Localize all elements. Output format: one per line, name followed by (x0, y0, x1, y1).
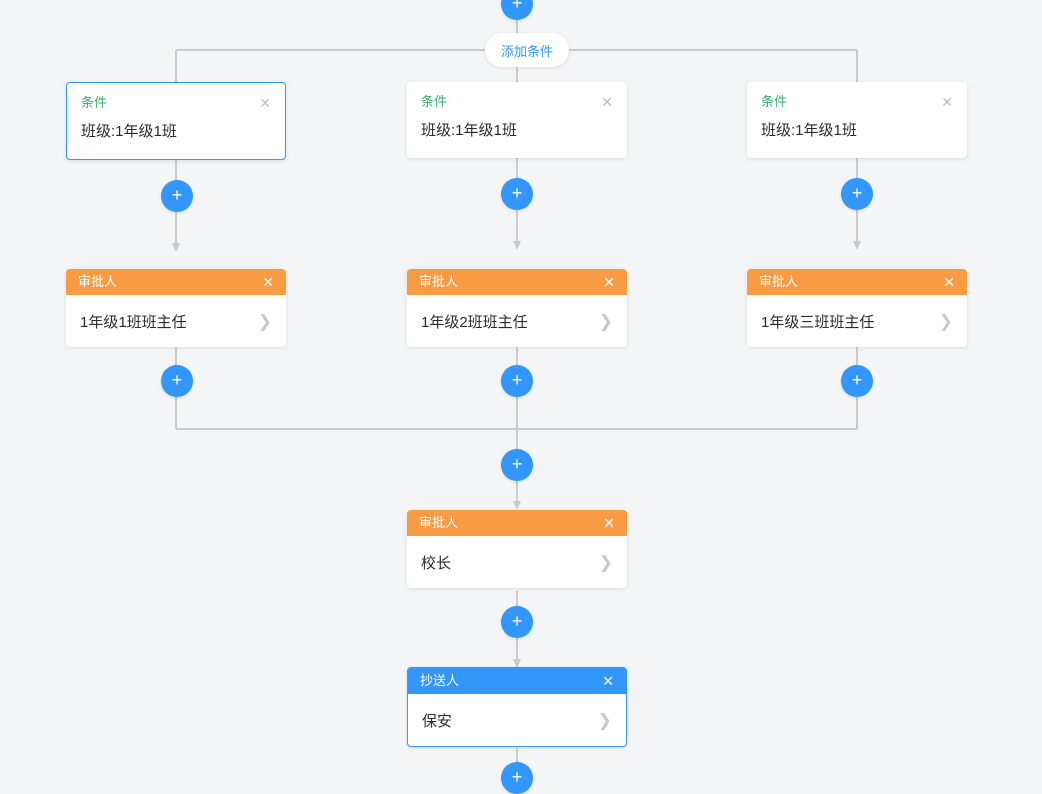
condition-card-1-header: 条件 ✕ (67, 83, 285, 111)
add-condition-button[interactable]: 添加条件 (485, 33, 570, 67)
add-node-button-branch-2-top[interactable]: + (501, 178, 533, 210)
approver-card-principal-value: 校长 (421, 554, 452, 572)
condition-card-2[interactable]: 条件 ✕ 班级:1年级1班 (407, 82, 627, 158)
add-node-button-branch-2-bottom[interactable]: + (501, 365, 533, 397)
condition-card-1-title: 条件 (81, 95, 108, 110)
approver-card-2-value: 1年级2班班主任 (421, 313, 528, 331)
plus-icon: + (171, 185, 183, 205)
approver-card-principal-header: 审批人 ✕ (407, 510, 627, 536)
approver-card-3-body[interactable]: 1年级三班班主任 ❯ (747, 295, 967, 347)
close-icon[interactable]: ✕ (603, 274, 615, 290)
close-icon[interactable]: ✕ (602, 673, 614, 689)
approver-card-2-title: 审批人 (419, 274, 459, 289)
chevron-right-icon[interactable]: ❯ (257, 311, 272, 331)
approver-card-1-header: 审批人 ✕ (66, 269, 286, 295)
approver-card-3-value: 1年级三班班主任 (761, 313, 875, 331)
chevron-right-icon[interactable]: ❯ (938, 311, 953, 331)
cc-card-value: 保安 (422, 712, 453, 730)
add-node-button-bottom[interactable]: + (501, 762, 533, 794)
plus-icon: + (511, 0, 523, 13)
approver-card-2-header: 审批人 ✕ (407, 269, 627, 295)
plus-icon: + (171, 370, 183, 390)
plus-icon: + (511, 370, 523, 390)
condition-card-3-title: 条件 (761, 94, 788, 109)
close-icon[interactable]: ✕ (943, 274, 955, 290)
plus-icon: + (851, 183, 863, 203)
add-node-button-branch-3-top[interactable]: + (841, 178, 873, 210)
condition-card-3-value: 班级:1年级1班 (761, 122, 857, 139)
condition-card-3[interactable]: 条件 ✕ 班级:1年级1班 (747, 82, 967, 158)
condition-card-1-value: 班级:1年级1班 (81, 123, 177, 140)
chevron-right-icon[interactable]: ❯ (597, 710, 612, 730)
condition-card-3-header: 条件 ✕ (747, 82, 967, 110)
cc-card-body[interactable]: 保安 ❯ (408, 694, 626, 746)
close-icon[interactable]: ✕ (259, 95, 271, 111)
add-condition-label: 添加条件 (501, 43, 554, 59)
add-node-button-branch-1-top[interactable]: + (161, 180, 193, 212)
chevron-right-icon[interactable]: ❯ (598, 311, 613, 331)
condition-card-2-header: 条件 ✕ (407, 82, 627, 110)
approver-card-1-value: 1年级1班班主任 (80, 313, 187, 331)
approver-card-3[interactable]: 审批人 ✕ 1年级三班班主任 ❯ (747, 269, 967, 347)
condition-card-1[interactable]: 条件 ✕ 班级:1年级1班 (66, 82, 286, 160)
cc-card-title: 抄送人 (420, 673, 460, 688)
approver-card-1-title: 审批人 (78, 274, 118, 289)
cc-card[interactable]: 抄送人 ✕ 保安 ❯ (407, 667, 627, 747)
approver-card-principal-title: 审批人 (419, 515, 459, 530)
plus-icon: + (511, 611, 523, 631)
add-node-button-top[interactable]: + (501, 0, 533, 20)
add-node-button-branch-1-bottom[interactable]: + (161, 365, 193, 397)
approver-card-3-title: 审批人 (759, 274, 799, 289)
approver-card-2[interactable]: 审批人 ✕ 1年级2班班主任 ❯ (407, 269, 627, 347)
plus-icon: + (511, 454, 523, 474)
approver-card-1-body[interactable]: 1年级1班班主任 ❯ (66, 295, 286, 347)
close-icon[interactable]: ✕ (262, 274, 274, 290)
approver-card-3-header: 审批人 ✕ (747, 269, 967, 295)
approver-card-2-body[interactable]: 1年级2班班主任 ❯ (407, 295, 627, 347)
close-icon[interactable]: ✕ (603, 515, 615, 531)
add-node-button-before-cc[interactable]: + (501, 606, 533, 638)
close-icon[interactable]: ✕ (601, 94, 613, 110)
add-node-button-after-merge[interactable]: + (501, 449, 533, 481)
plus-icon: + (511, 767, 523, 787)
cc-card-header: 抄送人 ✕ (408, 668, 626, 694)
approver-card-principal-body[interactable]: 校长 ❯ (407, 536, 627, 588)
chevron-right-icon[interactable]: ❯ (598, 552, 613, 572)
approver-card-principal[interactable]: 审批人 ✕ 校长 ❯ (407, 510, 627, 588)
add-node-button-branch-3-bottom[interactable]: + (841, 365, 873, 397)
close-icon[interactable]: ✕ (941, 94, 953, 110)
condition-card-2-value: 班级:1年级1班 (421, 122, 517, 139)
approver-card-1[interactable]: 审批人 ✕ 1年级1班班主任 ❯ (66, 269, 286, 347)
plus-icon: + (511, 183, 523, 203)
condition-card-2-title: 条件 (421, 94, 448, 109)
plus-icon: + (851, 370, 863, 390)
